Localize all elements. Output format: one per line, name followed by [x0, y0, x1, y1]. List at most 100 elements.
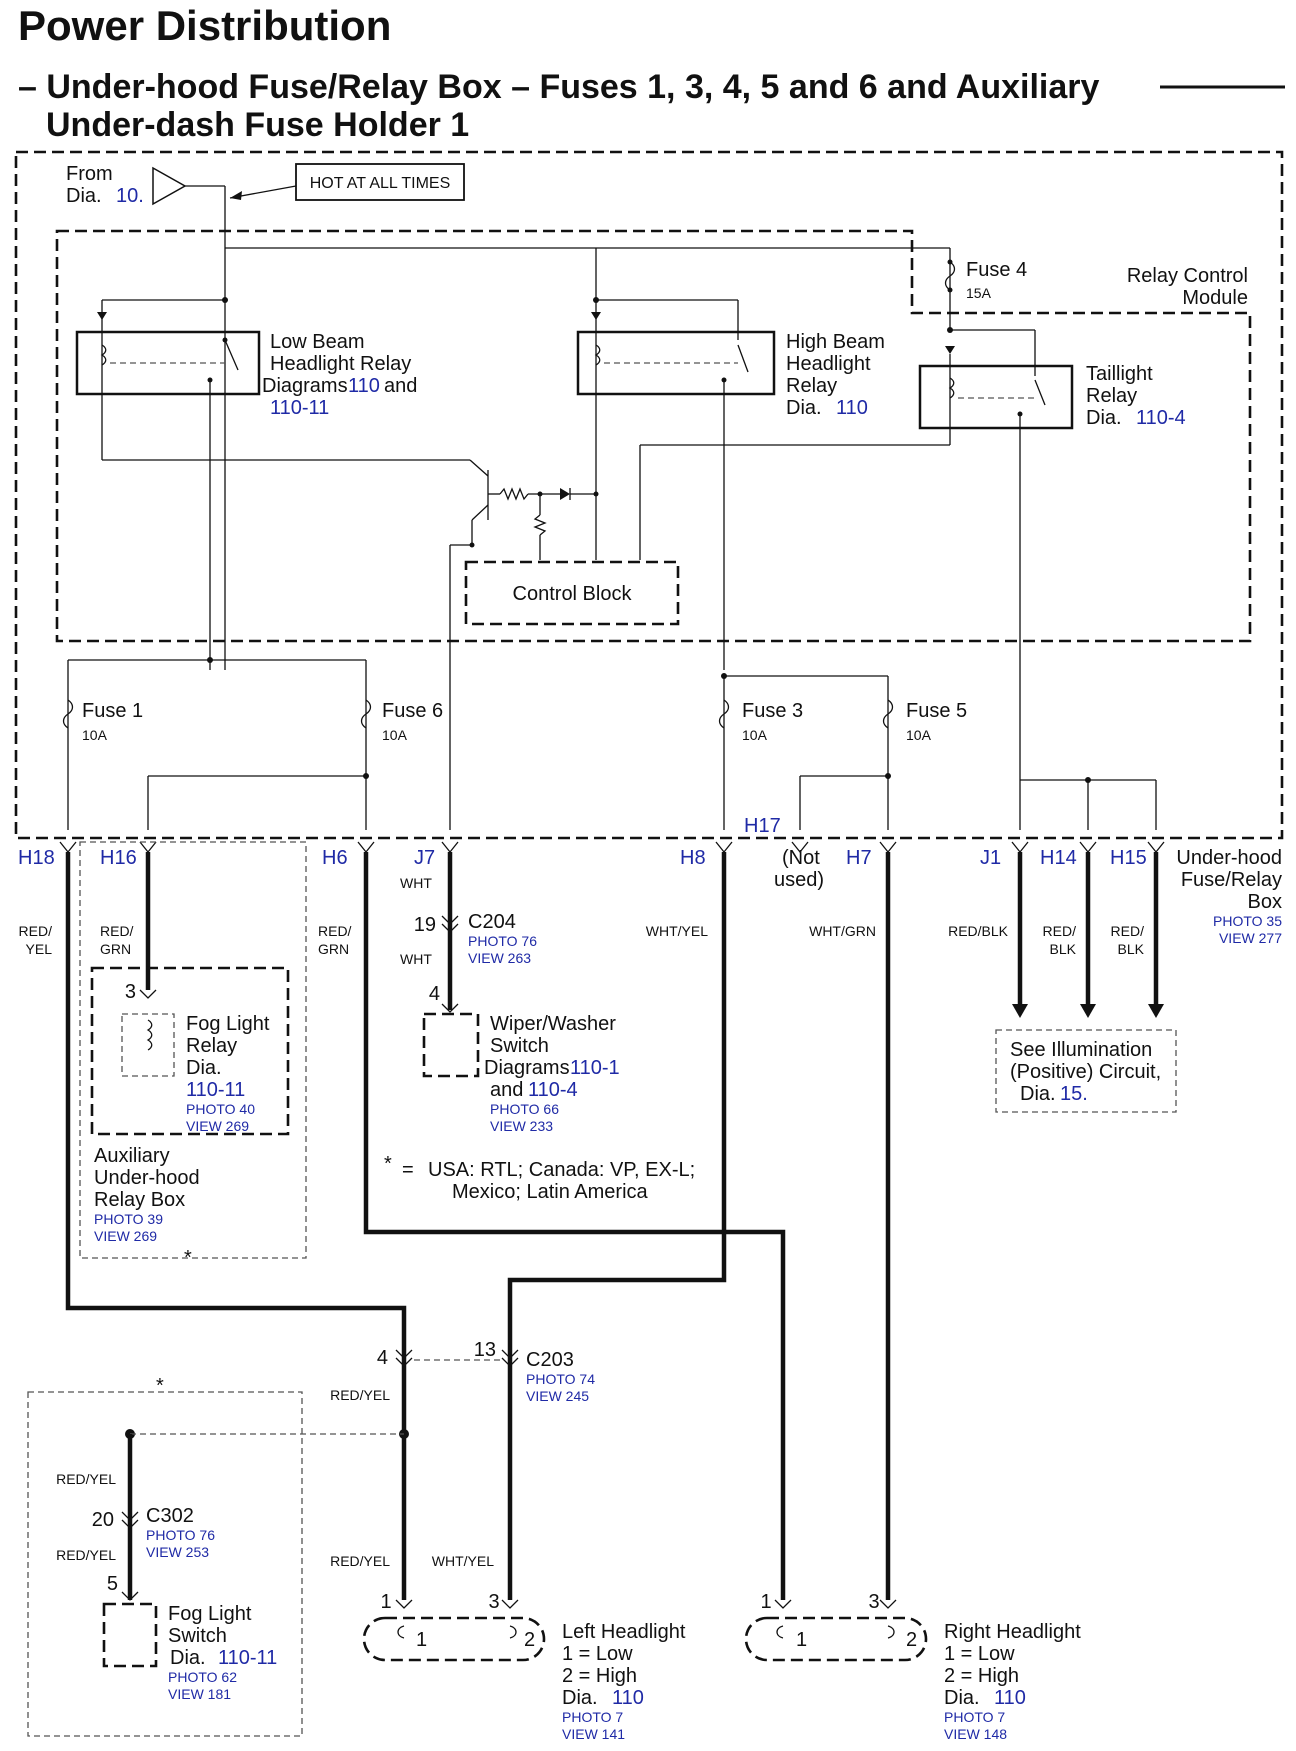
source-triangle-icon — [152, 166, 187, 206]
wc-h18-a: RED/ — [19, 923, 53, 939]
wiper-l2: Switch — [490, 1035, 549, 1057]
box-label-photo: PHOTO 35 — [1213, 913, 1282, 929]
wiper-view: VIEW 233 — [490, 1118, 553, 1134]
note-l1: USA: RTL; Canada: VP, EX-L; — [428, 1159, 695, 1181]
wc-h16-a: RED/ — [100, 923, 134, 939]
wc-c203-a: RED/YEL — [330, 1387, 390, 1403]
fuse-5-name: Fuse 5 — [906, 700, 967, 722]
box-label-l2: Fuse/Relay — [1181, 869, 1282, 891]
fog-switch-l2: Switch — [168, 1625, 227, 1647]
module-label-1: Relay Control — [1127, 265, 1248, 287]
right-hl-p3: 3 — [868, 1591, 879, 1613]
wire-h18 — [65, 852, 407, 1600]
note-l2: Mexico; Latin America — [452, 1181, 649, 1203]
c203-view: VIEW 245 — [526, 1388, 589, 1404]
right-hl-l2: 1 = Low — [944, 1643, 1015, 1665]
c204-pin2: 4 — [429, 983, 440, 1005]
fog-relay-l2: Relay — [186, 1035, 237, 1057]
wc-c302-bot: RED/YEL — [56, 1547, 116, 1563]
fuse-6-rating: 10A — [382, 727, 408, 743]
fog-switch-group-outline — [27, 1391, 303, 1737]
fuse-4-rating: 15A — [966, 285, 992, 301]
tail-relay-switch-icon — [1034, 379, 1046, 406]
fog-relay-n: 110-11 — [186, 1079, 245, 1101]
box-label-l1: Under-hood — [1176, 847, 1282, 869]
left-hl-i1: 1 — [416, 1629, 427, 1651]
from-dia-label: Dia. — [66, 185, 102, 207]
left-hl-l2: 1 = Low — [562, 1643, 633, 1665]
right-headlight — [744, 1616, 928, 1662]
left-hl-photo: PHOTO 7 — [562, 1709, 623, 1725]
low-relay-and: and — [384, 375, 417, 397]
left-hl-i2: 2 — [524, 1629, 535, 1651]
terminal-j1: J1 — [980, 847, 1001, 869]
fog-relay-dia: Dia. — [186, 1057, 222, 1079]
fuse-1-icon — [62, 699, 74, 729]
hot-at-all-times-label: HOT AT ALL TIMES — [310, 175, 451, 192]
c203-name: C203 — [526, 1349, 574, 1371]
c302-pin2: 5 — [107, 1573, 118, 1595]
left-hl-filament-high-icon — [509, 1625, 517, 1639]
right-hl-l1: Right Headlight — [944, 1621, 1081, 1643]
wiper-l3: Diagrams — [484, 1057, 570, 1079]
c204-name: C204 — [468, 911, 516, 933]
wc-j7-top: WHT — [400, 875, 432, 891]
wiper-and: and — [490, 1079, 523, 1101]
module-label-2: Module — [1182, 287, 1248, 309]
fog-switch-n: 110-11 — [218, 1647, 277, 1669]
low-beam-relay — [75, 330, 261, 396]
fuse-6-name: Fuse 6 — [382, 700, 443, 722]
wc-h6-b: GRN — [318, 941, 349, 957]
right-hl-p1: 1 — [760, 1591, 771, 1613]
right-hl-filament-low-icon — [776, 1625, 784, 1639]
right-hl-dia: Dia. — [944, 1687, 980, 1709]
from-label: From — [66, 163, 113, 185]
c204-view: VIEW 263 — [468, 950, 531, 966]
right-hl-view: VIEW 148 — [944, 1726, 1007, 1742]
wiper-photo: PHOTO 66 — [490, 1101, 559, 1117]
from-dia-number: 10. — [116, 185, 144, 207]
terminal-h15: H15 — [1110, 847, 1147, 869]
fog-relay-photo: PHOTO 40 — [186, 1101, 255, 1117]
wc-h15-a: RED/ — [1111, 923, 1145, 939]
low-relay-l2: Headlight Relay — [270, 353, 411, 375]
wire-h8 — [507, 852, 727, 1600]
tail-relay-dia: Dia. — [1086, 407, 1122, 429]
c302-name: C302 — [146, 1505, 194, 1527]
left-hl-filament-low-icon — [397, 1625, 405, 1639]
tail-relay-n: 110-4 — [1136, 407, 1186, 429]
high-relay-l1: High Beam — [786, 331, 885, 353]
right-hl-i1: 1 — [796, 1629, 807, 1651]
under-hood-box-outline — [14, 150, 1284, 840]
c302-star: * — [156, 1375, 164, 1397]
c204-photo: PHOTO 76 — [468, 933, 537, 949]
diode-icon — [560, 488, 570, 500]
note-star: * — [384, 1153, 392, 1175]
note-eq: = — [402, 1159, 414, 1181]
wc-h8: WHT/YEL — [646, 923, 708, 939]
aux-view: VIEW 269 — [94, 1228, 157, 1244]
subtitle-line-2: Under-dash Fuse Holder 1 — [46, 106, 469, 144]
wc-left-3: WHT/YEL — [432, 1553, 494, 1569]
c302-pin: 20 — [92, 1509, 114, 1531]
wc-left-1: RED/YEL — [330, 1553, 390, 1569]
fuse-4-icon — [944, 261, 956, 291]
fuse-1-rating: 10A — [82, 727, 108, 743]
right-hl-n: 110 — [994, 1687, 1026, 1709]
c302-view: VIEW 253 — [146, 1544, 209, 1560]
left-hl-n: 110 — [612, 1687, 644, 1709]
wc-j1: RED/BLK — [948, 923, 1009, 939]
wc-h7: WHT/GRN — [809, 923, 876, 939]
fog-relay-pin: 3 — [125, 981, 136, 1003]
terminal-j7: J7 — [414, 847, 435, 869]
fuse-6-icon — [360, 699, 372, 729]
box-label-l3: Box — [1248, 891, 1282, 913]
fuse-4-name: Fuse 4 — [966, 259, 1027, 281]
left-hl-view: VIEW 141 — [562, 1726, 625, 1742]
aux-l1: Auxiliary — [94, 1145, 170, 1167]
relay-control-module-outline — [55, 229, 1252, 643]
wiper-n2: 110-4 — [528, 1079, 578, 1101]
c203-photo: PHOTO 74 — [526, 1371, 595, 1387]
wc-h16-b: GRN — [100, 941, 131, 957]
aux-star: * — [184, 1247, 192, 1269]
